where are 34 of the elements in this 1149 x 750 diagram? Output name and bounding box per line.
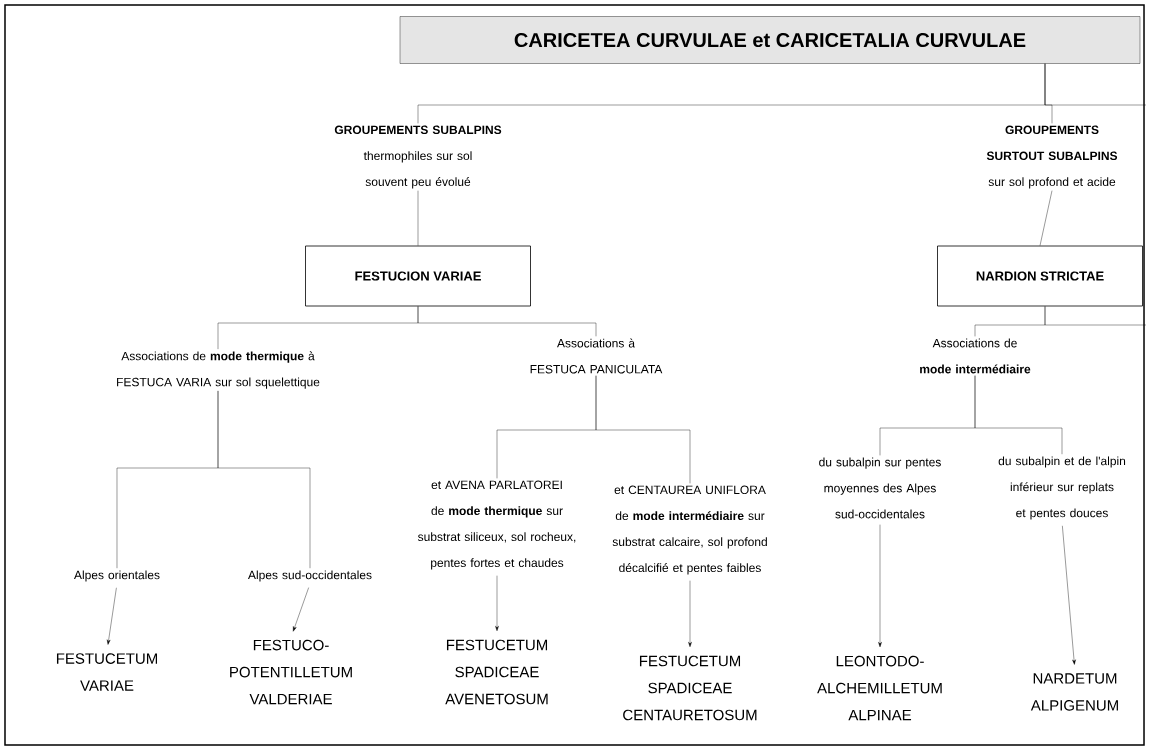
association-name: LEONTODO- ALCHEMILLETUM ALPINAE	[817, 655, 942, 721]
association-name: FESTUCETUM SPADICEAE CENTAURETOSUM	[623, 655, 757, 721]
arrow	[688, 580, 692, 648]
text-label: GROUPEMENTS SURTOUT SUBALPINS sur sol profond et acide	[986, 125, 1118, 189]
arrow	[878, 524, 882, 648]
association-name: FESTUCO- POTENTILLETUM VALDERIAE	[230, 639, 352, 705]
group-box: NARDION STRICTAE	[937, 245, 1143, 307]
connector-line	[217, 390, 311, 569]
text-label: Associations à FESTUCA PANICULATA	[530, 338, 663, 374]
association-name: FESTUCETUM VARIAE	[57, 653, 157, 691]
title-box: CARICETEA CURVULAE et CARICETALIA CURVULAE	[399, 16, 1141, 64]
text-label: du subalpin sur pentes moyennes des Alpes sud-occidentales	[819, 457, 941, 519]
connector-line	[974, 375, 1063, 455]
association-name: NARDETUM ALPIGENUM	[1030, 673, 1118, 711]
text-label: Associations de mode thermique à FESTUCA VARIA sur sol squelettique	[117, 351, 320, 389]
association-name: FESTUCETUM SPADICEAE AVENETOSUM	[445, 639, 548, 705]
arrow	[1062, 525, 1076, 665]
connector-line	[595, 375, 691, 484]
connector-line	[417, 306, 597, 337]
text-label: Associations de mode intermédiaire	[920, 338, 1031, 374]
connector-line	[1044, 306, 1147, 326]
text-label: et CENTAUREA UNIFLORA de mode intermédiaire sur substrat calcaire, sol profond décalcifié et pentes faibles	[612, 485, 767, 575]
text-label: du subalpin et de l'alpin inférieur sur replats et pentes douces	[998, 456, 1126, 520]
arrow	[495, 575, 499, 632]
arrow	[293, 587, 309, 632]
group-box: FESTUCION VARIAE	[305, 245, 531, 307]
text-label: Alpes orientales	[74, 570, 160, 582]
text-label: et AVENA PARLATOREI de mode thermique sur substrat siliceux, sol rocheux, pentes fortes et chaudes	[417, 480, 576, 570]
text-label: Alpes sud-occidentales	[248, 570, 372, 582]
connector-line	[1039, 190, 1053, 246]
text-label: GROUPEMENTS SUBALPINS thermophiles sur sol souvent peu évolué	[334, 125, 502, 189]
arrow	[106, 587, 117, 645]
connector-line	[1044, 63, 1147, 106]
connector-line	[417, 190, 419, 246]
